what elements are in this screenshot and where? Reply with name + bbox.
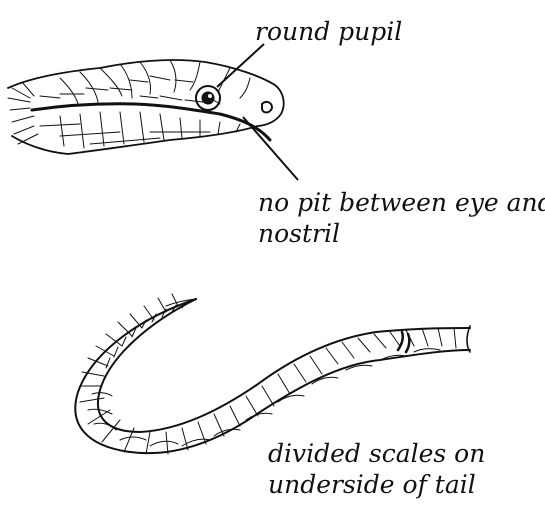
no-pit-label: no pit between eye and nostril	[258, 187, 545, 249]
no-pit-label-line-1: no pit between eye and	[258, 187, 545, 218]
no-pit-label-line-2: nostril	[258, 218, 545, 249]
snake-head-illustration	[8, 60, 284, 154]
divided-scales-label: divided scales on underside of tail	[268, 438, 485, 500]
round-pupil-label: round pupil	[255, 16, 402, 47]
snake-tail-illustration	[75, 294, 470, 454]
divided-scales-label-line-2: underside of tail	[268, 469, 485, 500]
nostril	[262, 102, 272, 113]
pit-leader-line	[243, 117, 298, 180]
tail-outer-edge	[75, 299, 470, 453]
round-pupil	[202, 92, 215, 105]
divided-scales-label-line-1: divided scales on	[268, 438, 485, 469]
mouth-line	[32, 104, 270, 140]
